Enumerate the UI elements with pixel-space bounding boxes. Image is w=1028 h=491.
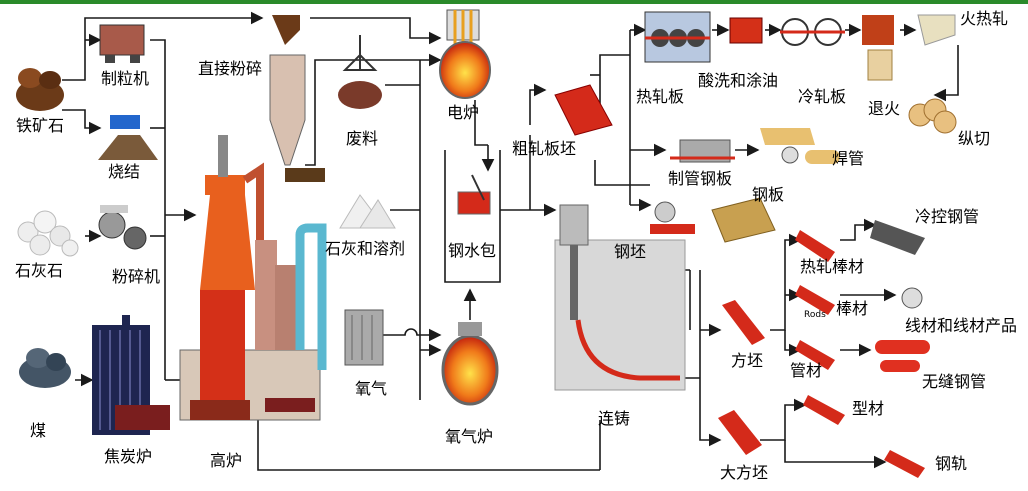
label-hot-rolled-plate: 热轧板 — [636, 87, 685, 106]
pelletizer-icon — [99, 24, 145, 63]
plate-mill-icon — [650, 201, 695, 234]
label-lime-flux: 石灰和溶剂 — [325, 239, 406, 258]
label-bloom: 大方坯 — [720, 463, 769, 482]
electric-furnace-icon — [439, 9, 491, 99]
section-mill-icon — [803, 395, 845, 425]
crusher-icon — [98, 205, 147, 250]
limestone-icon — [17, 210, 79, 257]
label-slitting: 纵切 — [958, 129, 991, 148]
label-oxygen-furnace: 氧气炉 — [445, 427, 494, 446]
bloom-icon — [718, 410, 762, 455]
continuous-caster-icon — [554, 204, 686, 391]
label-ladle: 钢水包 — [448, 241, 497, 260]
label-limestone: 石灰石 — [15, 261, 64, 280]
label-wire-products: 线材和线材产品 — [905, 316, 1018, 335]
label-pipe-plate: 制管钢板 — [668, 169, 733, 188]
rail-mill-icon — [884, 450, 925, 478]
lime-flux-icon — [339, 194, 396, 229]
label-rail: 钢轨 — [935, 454, 968, 473]
label-coal: 煤 — [30, 421, 47, 440]
coal-icon — [19, 348, 71, 388]
sinter-icon — [98, 115, 158, 160]
label-coke-oven: 焦炭炉 — [104, 447, 153, 466]
wire-coil-icon — [901, 287, 923, 309]
seamless-pipe-icon — [875, 340, 930, 372]
oxygen-icon — [344, 309, 384, 366]
ladle-icon — [457, 174, 491, 215]
label-pickling-oiling: 酸洗和涂油 — [698, 71, 779, 90]
label-pelletizer: 制粒机 — [101, 69, 150, 88]
label-hot-rolled-top: 火热轧 — [960, 9, 1009, 28]
label-bar: 棒材 — [836, 299, 869, 318]
hot-rolling-mill-icon — [644, 11, 711, 63]
label-seamless-pipe: 无缝钢管 — [922, 372, 987, 391]
label-section: 型材 — [852, 399, 885, 418]
iron-ore-icon — [16, 68, 64, 111]
scrap-icon — [338, 35, 382, 109]
label-iron-ore: 铁矿石 — [16, 116, 65, 135]
bar-mill-icon — [795, 230, 835, 370]
square-billet-icon — [722, 300, 765, 345]
direct-crush-icon — [269, 15, 325, 182]
label-square-billet: 方坯 — [731, 351, 764, 370]
pipe-mill-icon — [670, 139, 735, 163]
label-welded-pipe: 焊管 — [832, 149, 865, 168]
label-scrap: 废料 — [346, 129, 379, 148]
label-hot-rolled-bar: 热轧棒材 — [800, 257, 865, 276]
label-sinter: 烧结 — [108, 162, 141, 181]
label-billet: 钢坯 — [614, 242, 647, 261]
label-direct-crush: 直接粉碎 — [198, 59, 263, 78]
label-crusher: 粉碎机 — [112, 267, 161, 286]
label-oxygen: 氧气 — [355, 379, 388, 398]
label-blast-furnace: 高炉 — [210, 451, 243, 470]
label-electric-furnace: 电炉 — [447, 103, 480, 122]
annealing-icon — [862, 15, 894, 81]
cold-rolling-mill-icon — [780, 18, 845, 46]
slit-coil-icon — [908, 98, 957, 134]
welded-pipe-icon — [760, 128, 840, 164]
label-rods-mark: Rods — [804, 310, 826, 320]
pickling-tank-icon — [729, 17, 763, 44]
coke-oven-icon — [92, 315, 170, 435]
hot-coil-icon — [917, 14, 956, 46]
rough-slab-icon — [554, 84, 613, 136]
top-accent-bar — [0, 0, 1028, 4]
cold-drawn-pipe-icon — [870, 220, 925, 255]
label-cold-rolled-plate: 冷轧板 — [798, 87, 847, 106]
label-steel-plate: 钢板 — [752, 185, 785, 204]
blast-furnace-icon — [179, 135, 327, 421]
label-tube: 管材 — [790, 361, 823, 380]
label-cold-drawn-pipe: 冷控钢管 — [915, 207, 980, 226]
oxygen-furnace-icon — [441, 322, 499, 406]
label-annealing: 退火 — [868, 99, 901, 118]
steel-plate-icon — [711, 197, 776, 243]
label-rough-slab: 粗轧板坯 — [512, 139, 577, 158]
label-continuous-casting: 连铸 — [598, 409, 631, 428]
